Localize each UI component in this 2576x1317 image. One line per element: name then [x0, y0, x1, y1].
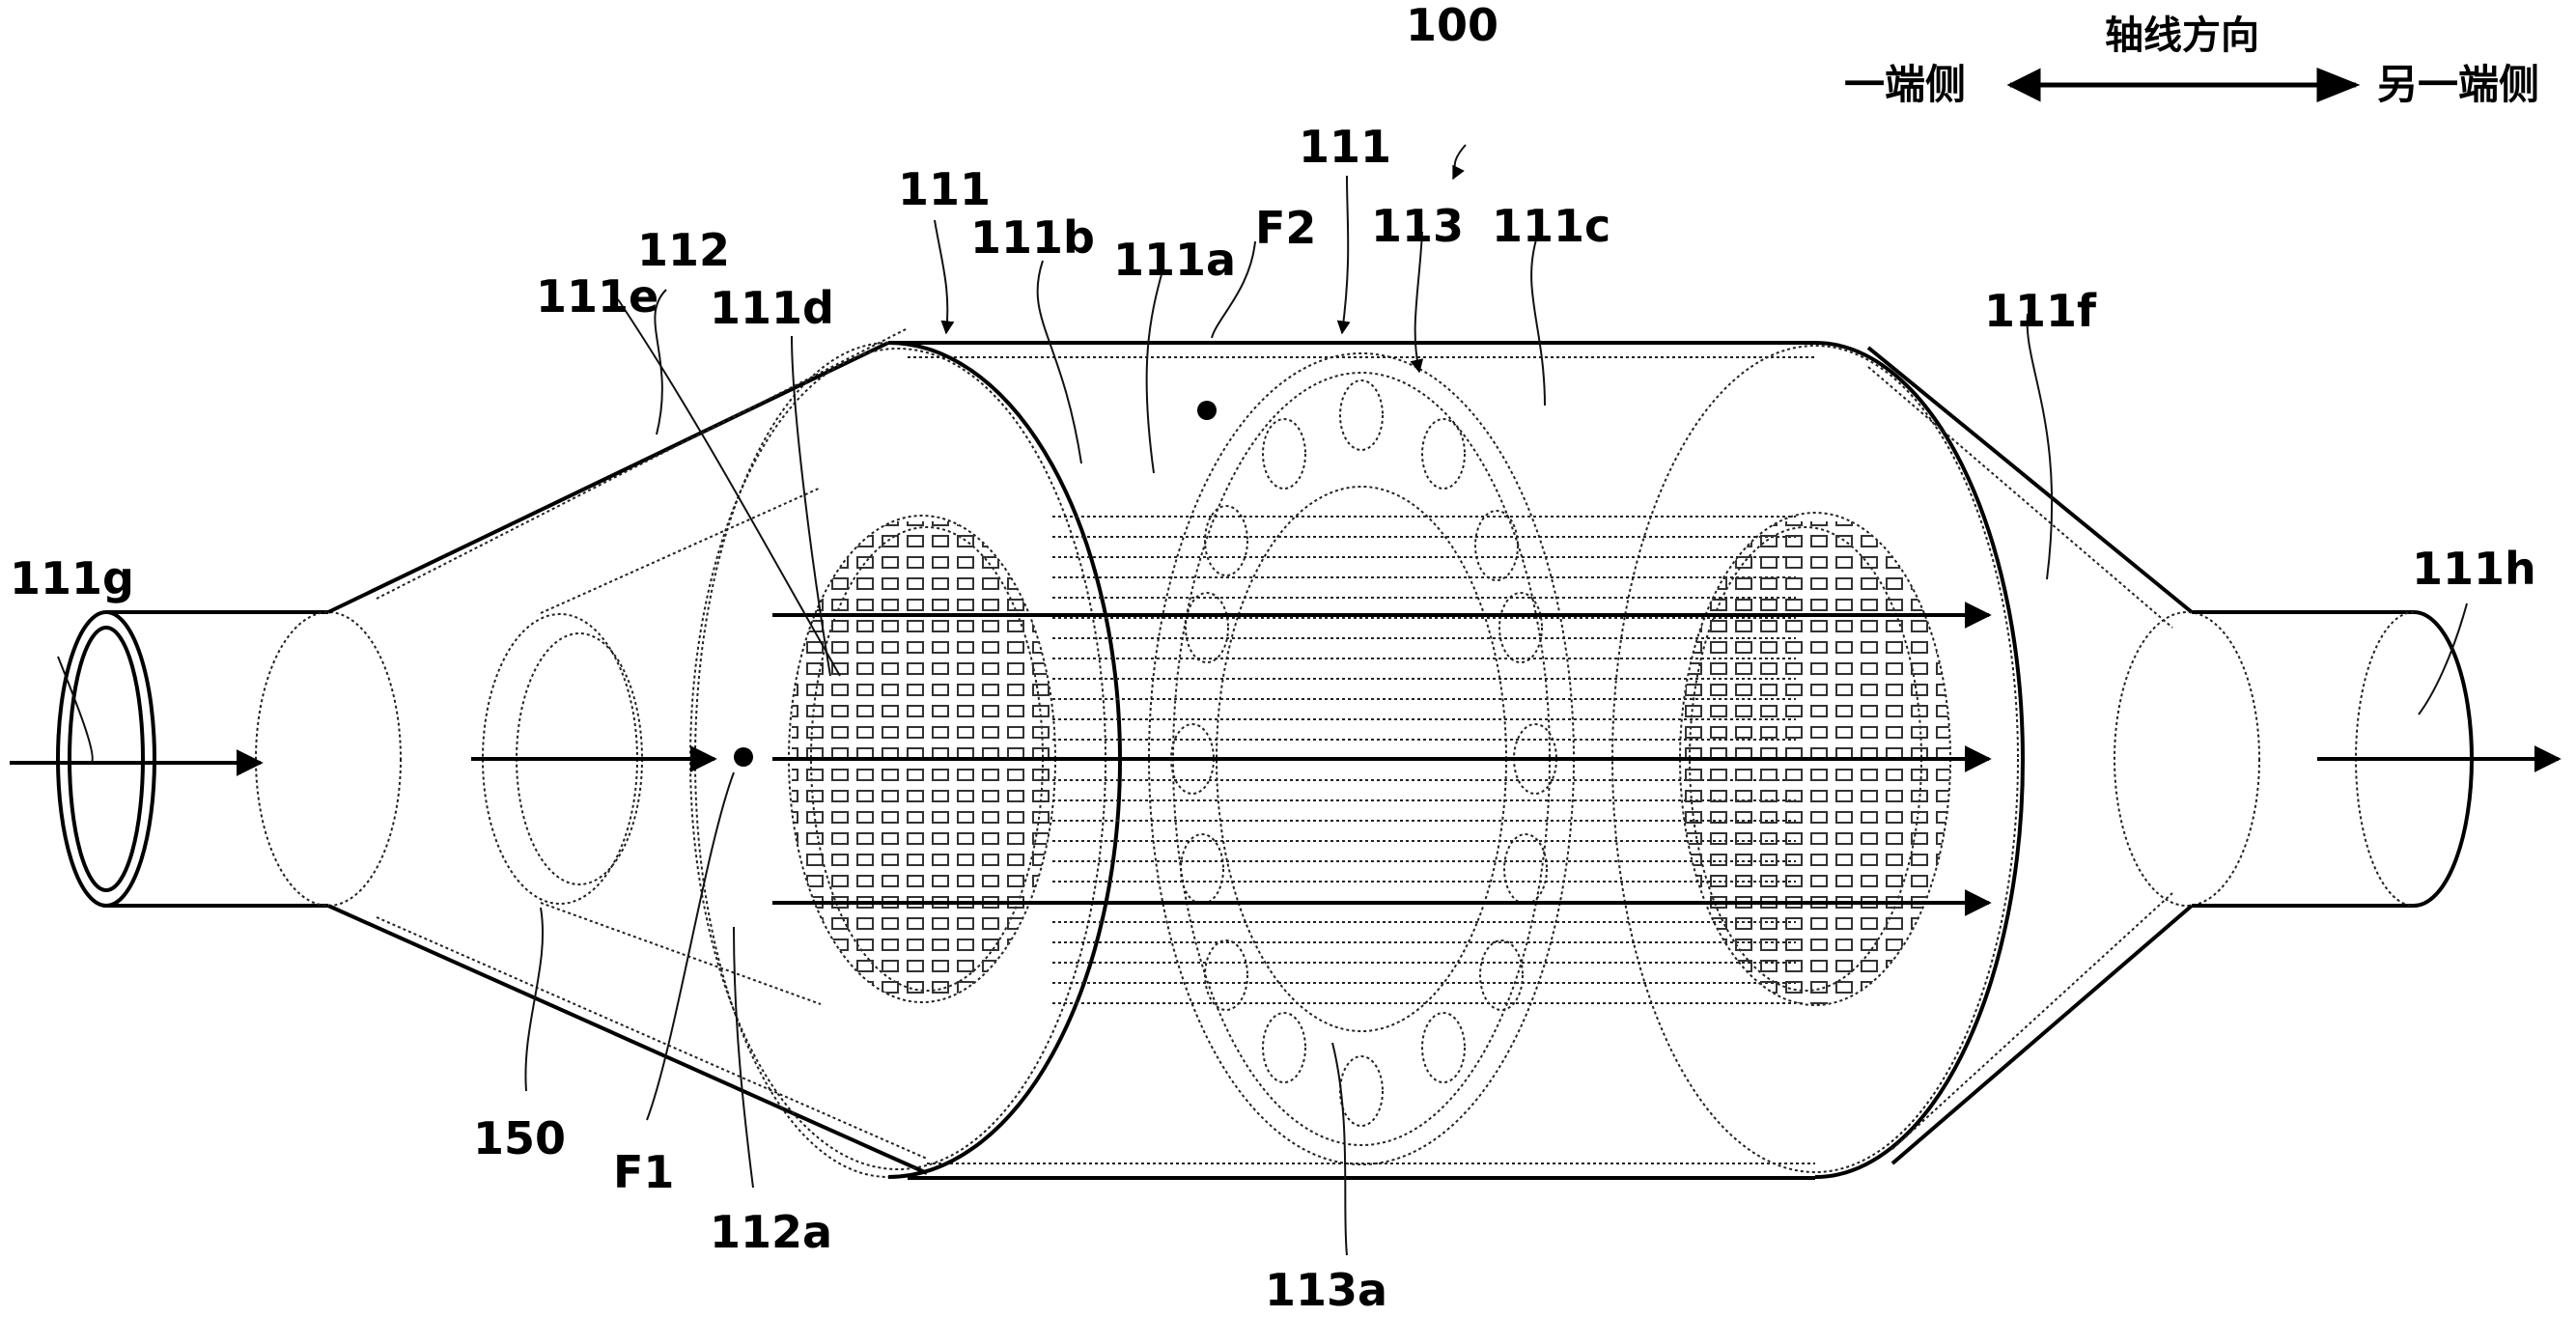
- label-111-mid: 111: [1299, 121, 1391, 173]
- label-111d: 111d: [710, 282, 834, 334]
- plate-hole: [1262, 1012, 1306, 1083]
- plate-hole: [1204, 505, 1248, 576]
- point-F1-marker: [734, 747, 753, 767]
- axis-direction-title: 轴线方向: [2105, 14, 2259, 58]
- label-111g: 111g: [10, 552, 134, 604]
- reference-labels: 100 111 111 111b 111a F2 113 111c 112 11…: [10, 0, 2536, 1316]
- plate-hole: [1180, 833, 1224, 905]
- label-111-left: 111: [898, 163, 991, 215]
- label-F1: F1: [613, 1146, 674, 1198]
- axis-one-end-label: 一端侧: [1844, 61, 1966, 108]
- plate-hole: [1421, 1012, 1466, 1083]
- label-112: 112: [637, 224, 730, 276]
- plate-hole: [1262, 418, 1306, 490]
- label-100: 100: [1406, 0, 1498, 51]
- plate-hole: [1204, 939, 1248, 1011]
- outlet-cone: [1866, 346, 2194, 1165]
- main-shell: [689, 341, 2025, 1180]
- label-111e: 111e: [536, 270, 658, 322]
- leader-lines: [57, 144, 2468, 1256]
- label-112a: 112a: [710, 1206, 832, 1258]
- label-150: 150: [473, 1112, 566, 1164]
- plate-hole: [1421, 418, 1466, 490]
- flow-arrows: [10, 602, 2562, 916]
- label-111b: 111b: [970, 211, 1095, 264]
- inlet-pipe: [56, 610, 402, 908]
- plate-hole: [1339, 1055, 1384, 1127]
- axis-direction-legend: 轴线方向 一端侧 另一端侧: [1844, 14, 2539, 108]
- upstream-substrate: [788, 515, 1056, 1003]
- plate-hole: [1474, 510, 1519, 581]
- plate-hole: [1479, 939, 1524, 1011]
- label-111h: 111h: [2412, 543, 2536, 595]
- label-111c: 111c: [1492, 200, 1610, 252]
- axis-other-end-label: 另一端侧: [2377, 61, 2539, 108]
- plate-hole: [1503, 833, 1548, 905]
- plate-hole: [1498, 592, 1543, 663]
- label-111f: 111f: [1984, 285, 2097, 337]
- label-F2: F2: [1255, 202, 1316, 254]
- point-F2-marker: [1197, 401, 1217, 420]
- plate-hole: [1339, 379, 1384, 451]
- plate-hole: [1185, 592, 1229, 663]
- label-113a: 113a: [1265, 1264, 1387, 1316]
- label-113: 113: [1371, 200, 1464, 252]
- label-111a: 111a: [1113, 234, 1236, 286]
